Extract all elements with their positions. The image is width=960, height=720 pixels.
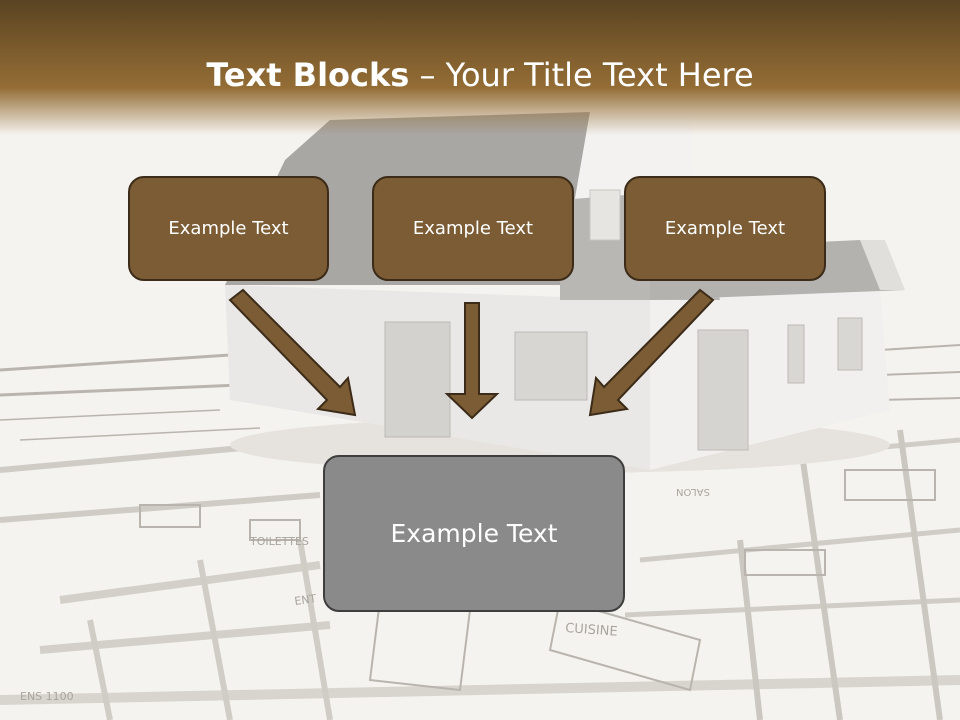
title-rest: Your Title Text Here <box>445 56 754 94</box>
header-band <box>0 0 960 135</box>
arrow-down-left <box>588 288 715 417</box>
text-block-left[interactable]: Example Text <box>128 176 329 281</box>
arrow-down <box>444 302 500 420</box>
text-block-center-label: Example Text <box>390 519 558 548</box>
svg-text:TOILETTES: TOILETTES <box>249 535 309 548</box>
text-block-middle-label: Example Text <box>412 218 534 239</box>
svg-text:ENS 1100: ENS 1100 <box>20 690 74 703</box>
text-block-right[interactable]: Example Text <box>624 176 826 281</box>
svg-text:SALON: SALON <box>676 486 710 497</box>
arrow-down-right <box>228 288 357 417</box>
title-dash: – <box>409 56 446 94</box>
svg-text:ENT: ENT <box>294 592 318 608</box>
text-block-middle[interactable]: Example Text <box>372 176 574 281</box>
text-block-left-label: Example Text <box>168 218 289 239</box>
svg-text:CUISINE: CUISINE <box>565 621 618 640</box>
text-block-right-label: Example Text <box>664 218 786 239</box>
title-bold: Text Blocks <box>206 56 410 94</box>
text-block-center[interactable]: Example Text <box>323 455 625 612</box>
slide-title[interactable]: Text Blocks – Your Title Text Here <box>0 52 960 98</box>
